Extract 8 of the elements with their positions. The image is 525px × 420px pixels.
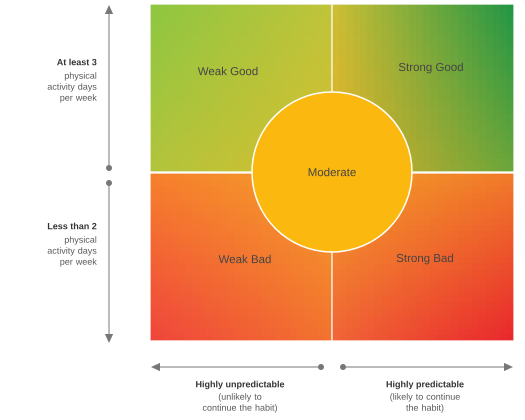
- axis-label: At least 3: [57, 58, 96, 66]
- axis-label: physical activity days per week: [48, 236, 97, 267]
- axis-label: Highly predictable: [386, 380, 464, 390]
- axis-label: (likely to continue the habit): [390, 393, 460, 413]
- axis-label: Less than 2: [48, 222, 96, 230]
- axis-label: (unlikely to continue the habit): [202, 393, 277, 413]
- axis-label: Highly unpredictable: [196, 380, 284, 390]
- axis-label: physical activity days per week: [48, 72, 97, 103]
